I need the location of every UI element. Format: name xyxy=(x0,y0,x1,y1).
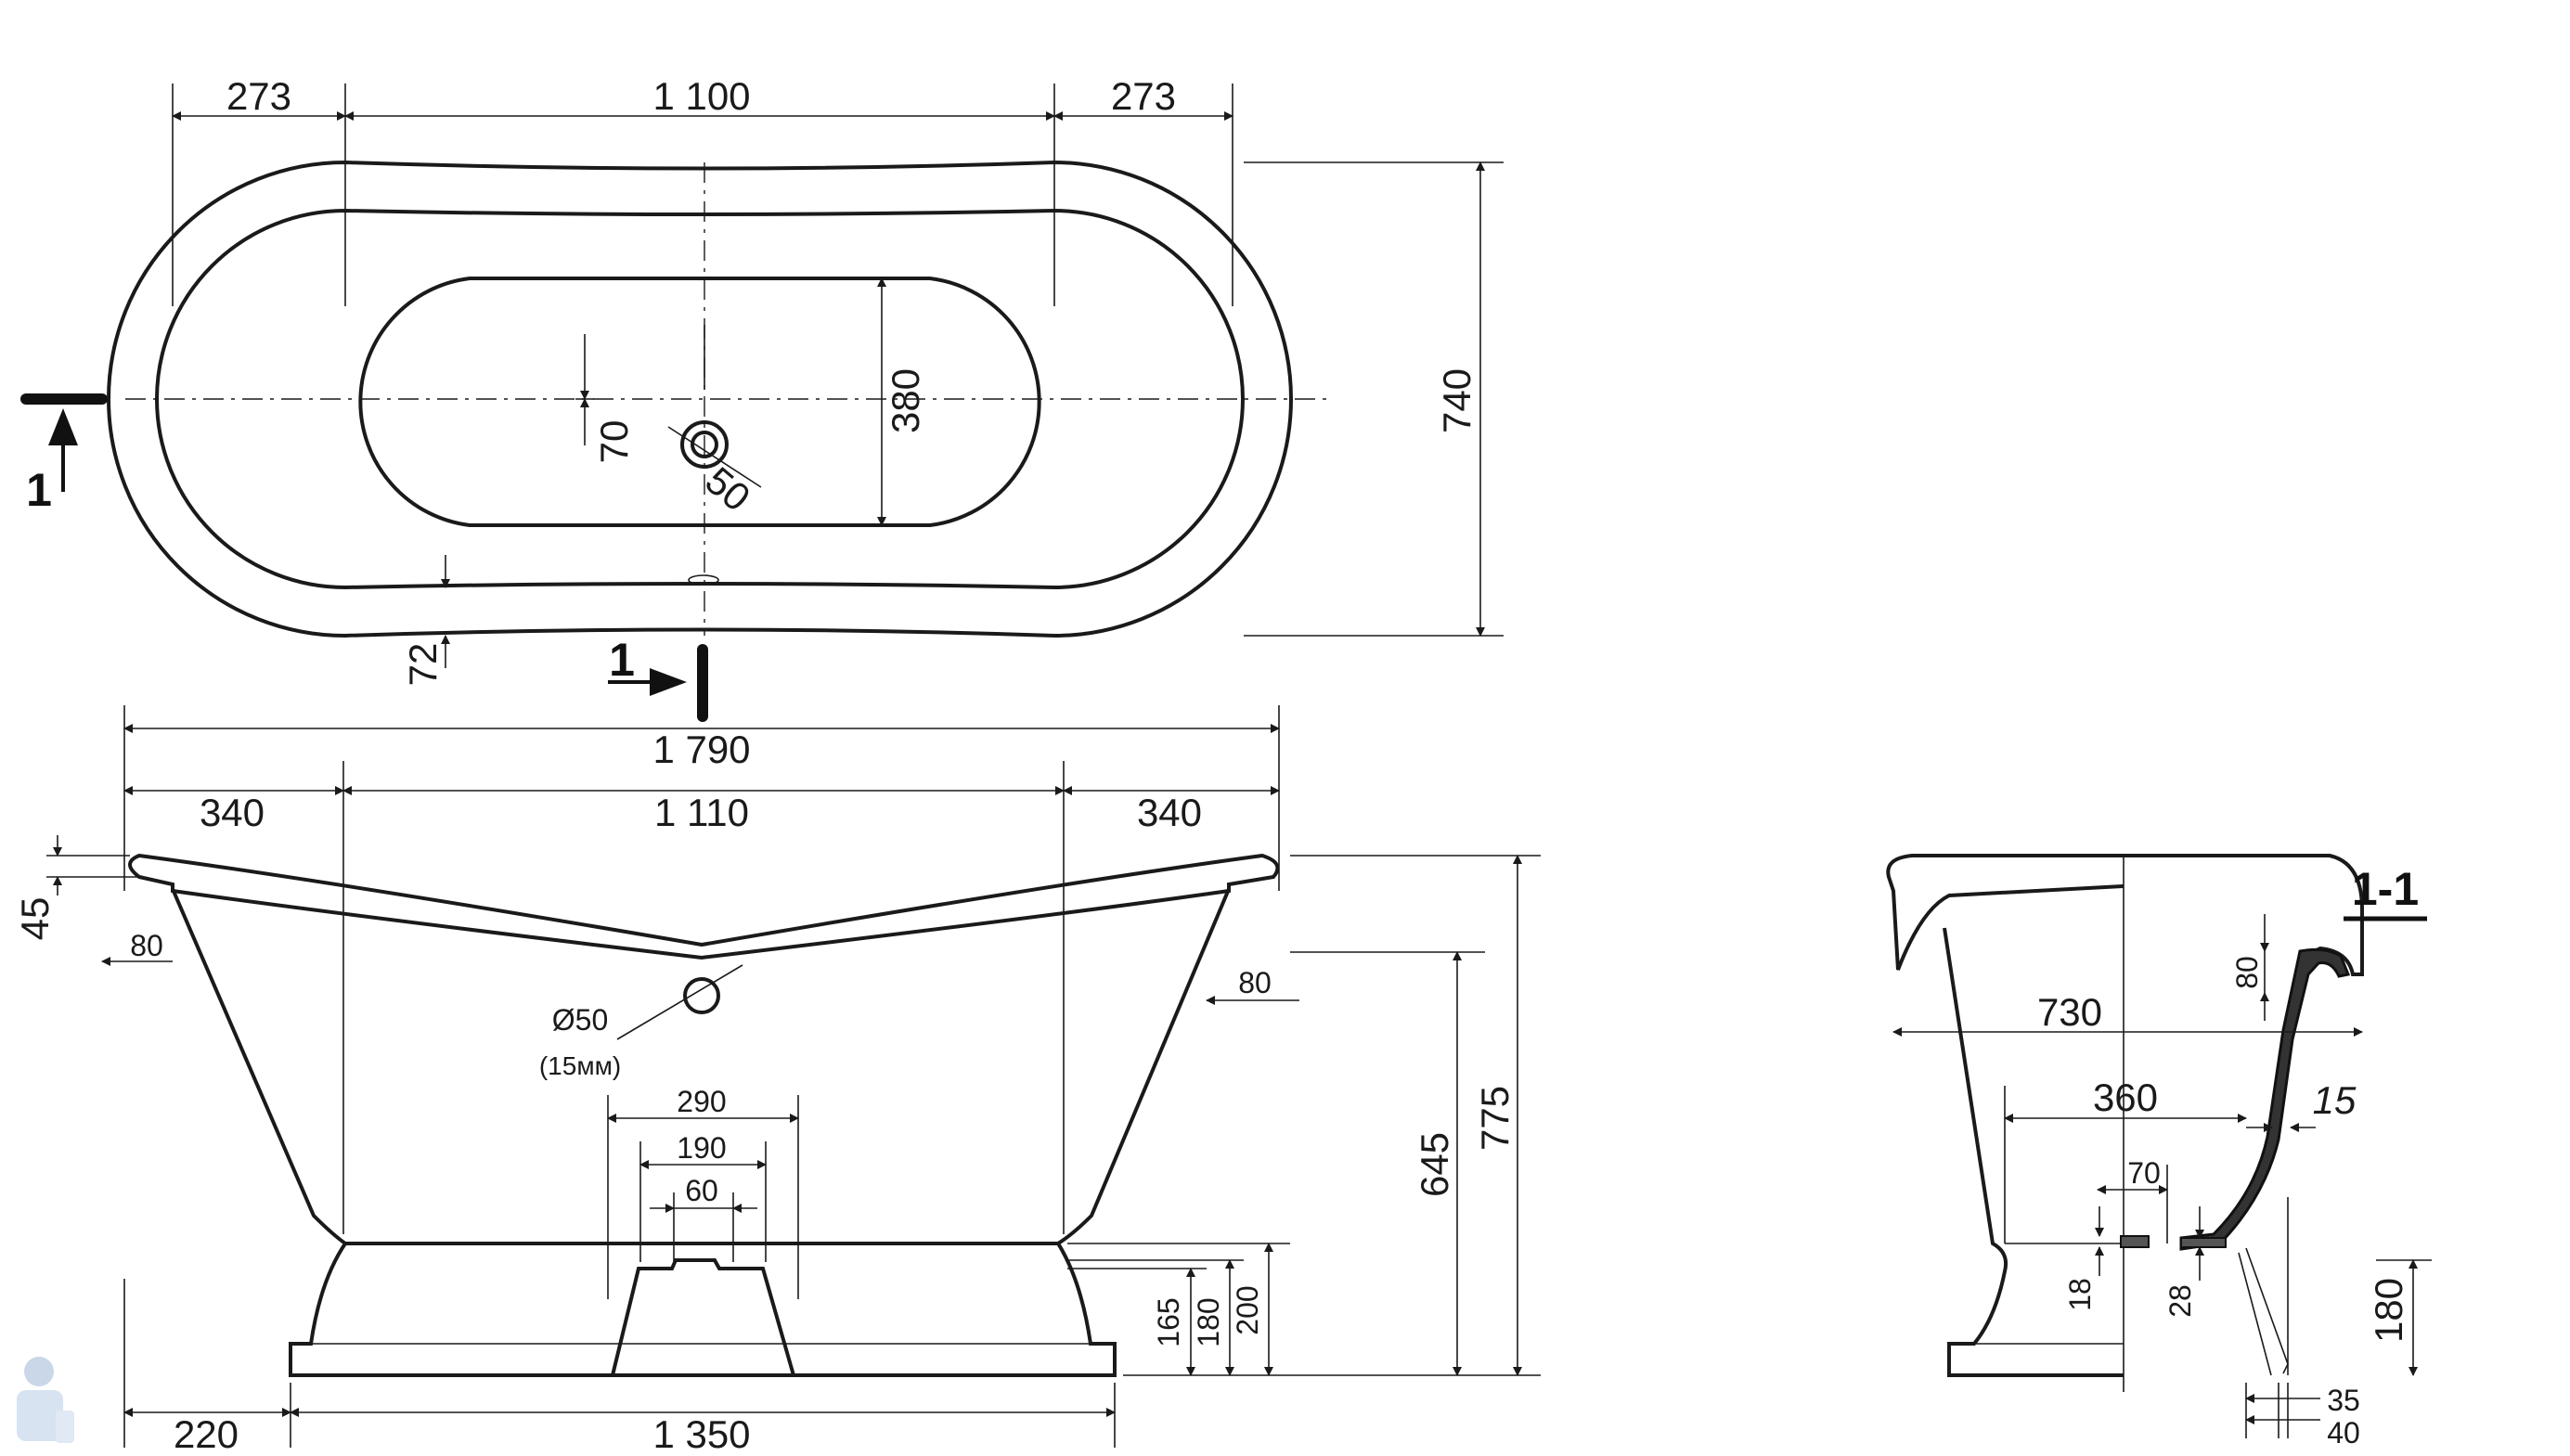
section-marker-left: 1 xyxy=(20,393,108,516)
section-dims: 730 360 15 70 80 18 28 xyxy=(1892,914,2432,1450)
dim-front-rim-right: 80 xyxy=(1238,966,1272,999)
dim-section-inner: 360 xyxy=(2093,1076,2158,1119)
front-dims: 1 790 340 1 110 340 45 80 80 Ø50 (15мм) xyxy=(13,724,1522,1456)
dim-section-wall: 15 xyxy=(2313,1078,2357,1122)
dim-front-middle: 1 110 xyxy=(654,791,749,834)
front-foot-cutout xyxy=(611,1258,795,1376)
front-view: 1 790 340 1 110 340 45 80 80 Ø50 (15мм) xyxy=(13,705,1541,1456)
section-drain-cut-right xyxy=(2180,1237,2227,1248)
dim-front-foot-mid: 190 xyxy=(677,1131,726,1165)
plan-drain-leader xyxy=(667,426,762,488)
dim-front-base-offset: 220 xyxy=(174,1412,239,1456)
dim-front-base-length: 1 350 xyxy=(652,1412,750,1456)
dim-front-total-length: 1 790 xyxy=(652,728,750,771)
dim-section-d40: 40 xyxy=(2327,1416,2360,1450)
dim-section-d70: 70 xyxy=(2127,1156,2161,1190)
dim-front-rim-height: 45 xyxy=(13,897,57,941)
dim-plan-middle: 1 100 xyxy=(652,74,750,118)
section-title: 1-1 xyxy=(2352,863,2419,915)
logo-mark xyxy=(17,1357,74,1443)
dim-plan-drain-offset: 70 xyxy=(592,420,636,464)
section-view: 1-1 730 360 15 70 80 18 xyxy=(1886,854,2432,1450)
plan-outer-outline xyxy=(107,160,1293,638)
section-marker-bottom: 1 xyxy=(608,634,708,722)
dim-front-foot-inner: 60 xyxy=(685,1174,718,1207)
dim-section-d180: 180 xyxy=(2367,1278,2410,1343)
dim-plan-inner-width: 380 xyxy=(884,368,927,433)
dim-front-end-right: 340 xyxy=(1137,791,1202,834)
dim-section-d80: 80 xyxy=(2230,956,2264,989)
dim-front-drain: Ø50 xyxy=(552,1003,608,1037)
front-drain xyxy=(683,977,720,1014)
dim-plan-width: 740 xyxy=(1435,368,1479,433)
plan-view: 273 1 100 273 740 380 70 50 72 xyxy=(20,74,1504,722)
front-drain-leader xyxy=(616,964,743,1040)
dim-front-h180: 180 xyxy=(1192,1297,1225,1346)
plan-top-dims: 273 1 100 273 xyxy=(172,74,1233,121)
section-wall-cut xyxy=(2179,947,2351,1251)
section-marker-bottom-label: 1 xyxy=(609,634,635,686)
dim-front-drain-note: (15мм) xyxy=(539,1051,621,1080)
dim-front-h200: 200 xyxy=(1231,1285,1264,1334)
plan-overflow xyxy=(688,574,719,586)
plan-basin xyxy=(358,277,1041,527)
plan-drain-inner xyxy=(691,431,718,458)
front-rim xyxy=(128,853,1280,960)
section-left-outline xyxy=(1886,854,2124,1377)
dim-plan-end-right: 273 xyxy=(1111,74,1176,118)
dim-front-h645: 645 xyxy=(1413,1132,1456,1197)
dim-plan-rim: 72 xyxy=(401,643,445,687)
section-marker-left-label: 1 xyxy=(26,464,52,516)
plan-inner-rim xyxy=(155,208,1245,590)
dim-front-h775: 775 xyxy=(1473,1086,1517,1151)
section-drain-cut-left xyxy=(2120,1235,2150,1248)
front-pedestal xyxy=(289,1242,1117,1377)
dim-section-width: 730 xyxy=(2037,990,2102,1034)
dim-front-rim-left: 80 xyxy=(130,929,163,962)
dim-plan-end-left: 273 xyxy=(226,74,291,118)
dim-section-d35: 35 xyxy=(2327,1384,2360,1417)
dim-front-foot-outer: 290 xyxy=(677,1085,726,1118)
dim-section-d18: 18 xyxy=(2063,1278,2097,1311)
dim-section-d28: 28 xyxy=(2163,1284,2197,1318)
dim-front-end-left: 340 xyxy=(200,791,265,834)
dim-front-h165: 165 xyxy=(1152,1297,1185,1346)
